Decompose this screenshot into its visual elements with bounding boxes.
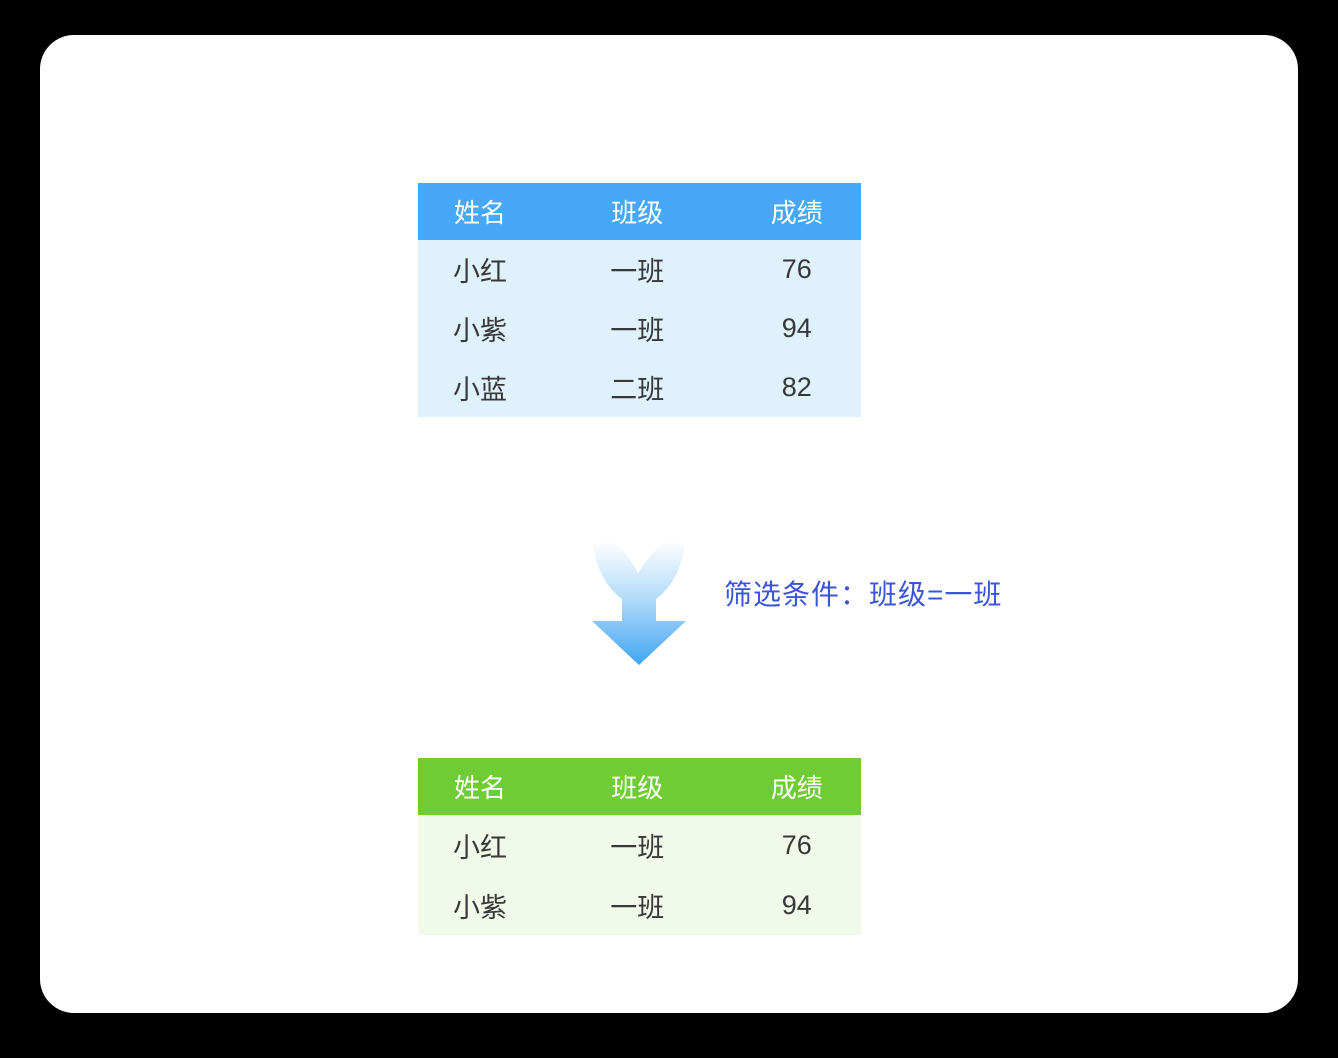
cell-class: 二班 xyxy=(610,375,665,405)
cell-score: 76 xyxy=(781,254,812,284)
source-table: 姓名 班级 成绩 小红 一班 76 小紫 一班 94 小蓝 二班 xyxy=(418,183,861,417)
column-header-name: 姓名 xyxy=(454,198,507,228)
result-table-body: 小红 一班 76 小紫 一班 94 xyxy=(418,815,861,935)
table-row: 小红 一班 76 xyxy=(418,815,861,875)
cell-score: 82 xyxy=(781,372,812,402)
cell-score: 76 xyxy=(781,829,812,860)
cell-name: 小紫 xyxy=(453,892,508,923)
cell-score: 94 xyxy=(781,313,812,343)
table-row: 小紫 一班 94 xyxy=(418,299,861,358)
column-header-class: 班级 xyxy=(611,198,664,228)
cell-name: 小红 xyxy=(453,257,508,287)
source-table-body: 小红 一班 76 小紫 一班 94 小蓝 二班 82 xyxy=(418,240,861,417)
cell-class: 一班 xyxy=(610,316,665,346)
cell-name: 小红 xyxy=(453,832,508,863)
source-table-header-row: 姓名 班级 成绩 xyxy=(418,183,861,240)
cell-class: 一班 xyxy=(610,832,665,863)
table-row: 小紫 一班 94 xyxy=(418,875,861,935)
column-header-score: 成绩 xyxy=(770,198,823,228)
table-row: 小蓝 二班 82 xyxy=(418,358,861,417)
cell-class: 一班 xyxy=(610,257,665,287)
table-row: 小红 一班 76 xyxy=(418,240,861,299)
cell-name: 小蓝 xyxy=(453,375,508,405)
filter-condition-label: 筛选条件：班级=一班 xyxy=(724,579,1003,610)
cell-score: 94 xyxy=(781,889,812,920)
column-header-class: 班级 xyxy=(611,773,664,803)
result-table: 姓名 班级 成绩 小红 一班 76 小紫 一班 94 xyxy=(418,758,861,935)
result-table-header-row: 姓名 班级 成绩 xyxy=(418,758,861,815)
down-arrow-icon xyxy=(590,538,690,668)
cell-name: 小紫 xyxy=(453,316,508,346)
column-header-score: 成绩 xyxy=(770,773,823,803)
column-header-name: 姓名 xyxy=(454,773,507,803)
diagram-card: 姓名 班级 成绩 小红 一班 76 小紫 一班 94 小蓝 二班 xyxy=(40,35,1298,1013)
cell-class: 一班 xyxy=(610,892,665,923)
